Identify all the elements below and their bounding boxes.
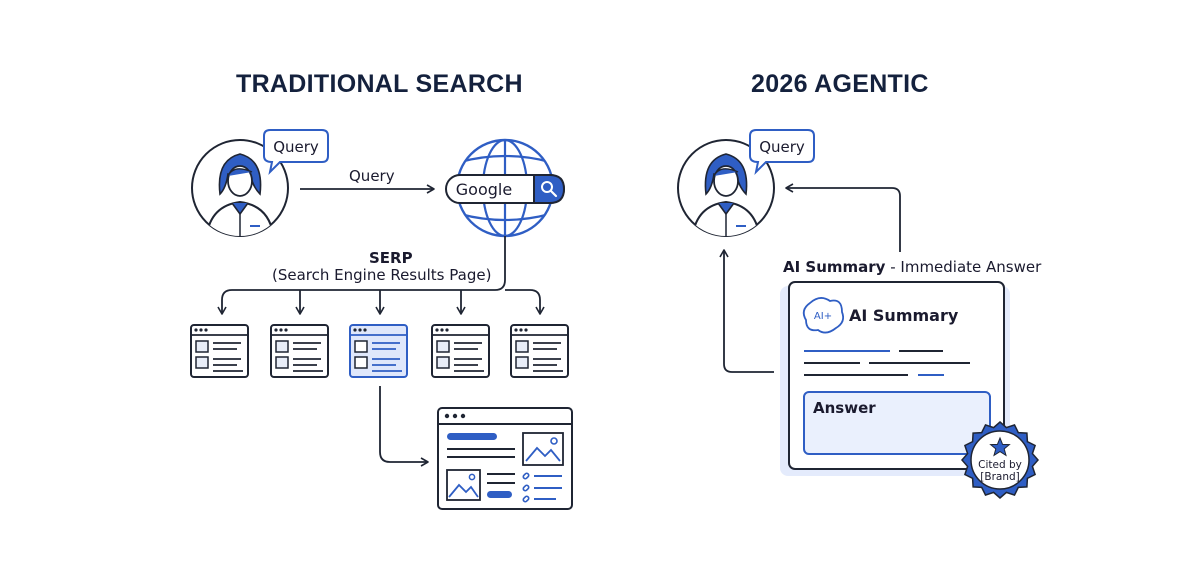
ai-summary-caption-rest: - Immediate Answer bbox=[885, 258, 1042, 276]
ai-summary-caption: AI Summary - Immediate Answer bbox=[783, 258, 1041, 276]
agentic-title: 2026 AGENTIC bbox=[751, 70, 929, 98]
traditional-search-title: TRADITIONAL SEARCH bbox=[236, 70, 523, 98]
summary-return-arrow bbox=[719, 249, 774, 373]
answer-box: Answer bbox=[803, 391, 991, 455]
ai-summary-card: AI+ AI Summary Answer bbox=[780, 281, 1010, 476]
query-bubble-left: Query bbox=[263, 129, 329, 176]
ai-icon-text: AI+ bbox=[814, 311, 832, 322]
search-icon[interactable] bbox=[541, 181, 558, 198]
serp-results bbox=[190, 324, 569, 378]
image-icon bbox=[522, 432, 564, 466]
ai-brain-icon: AI+ bbox=[802, 297, 845, 334]
serp-result-card[interactable] bbox=[190, 324, 249, 378]
webpage-window bbox=[437, 407, 573, 510]
search-bar[interactable]: Google bbox=[445, 174, 566, 204]
star-icon bbox=[989, 436, 1011, 457]
ai-summary-caption-bold: AI Summary bbox=[783, 258, 886, 276]
user-avatar-left bbox=[191, 139, 289, 237]
image-icon bbox=[446, 469, 481, 501]
serp-title: SERP bbox=[369, 249, 413, 267]
click-through-arrow bbox=[379, 386, 429, 467]
badge-line-1: Cited by bbox=[978, 459, 1022, 471]
answer-return-arrow bbox=[785, 183, 901, 252]
serp-result-card[interactable] bbox=[270, 324, 329, 378]
serp-connector bbox=[217, 236, 545, 315]
query-arrow-label: Query bbox=[349, 167, 395, 185]
query-bubble-left-text: Query bbox=[273, 138, 319, 156]
ai-summary-card-title: AI Summary bbox=[849, 306, 959, 325]
answer-label: Answer bbox=[813, 399, 876, 417]
serp-result-card[interactable] bbox=[431, 324, 490, 378]
user-avatar-right bbox=[677, 139, 775, 237]
serp-result-card-highlighted[interactable] bbox=[349, 324, 408, 378]
search-brand-text: Google bbox=[456, 180, 512, 199]
badge-line-2: [Brand] bbox=[980, 471, 1019, 483]
link-icon bbox=[522, 472, 530, 503]
cited-by-badge: Cited by [Brand] bbox=[961, 421, 1039, 499]
query-bubble-right-text: Query bbox=[759, 138, 805, 156]
serp-subtitle: (Search Engine Results Page) bbox=[272, 266, 492, 284]
query-bubble-right: Query bbox=[749, 129, 815, 176]
serp-result-card[interactable] bbox=[510, 324, 569, 378]
